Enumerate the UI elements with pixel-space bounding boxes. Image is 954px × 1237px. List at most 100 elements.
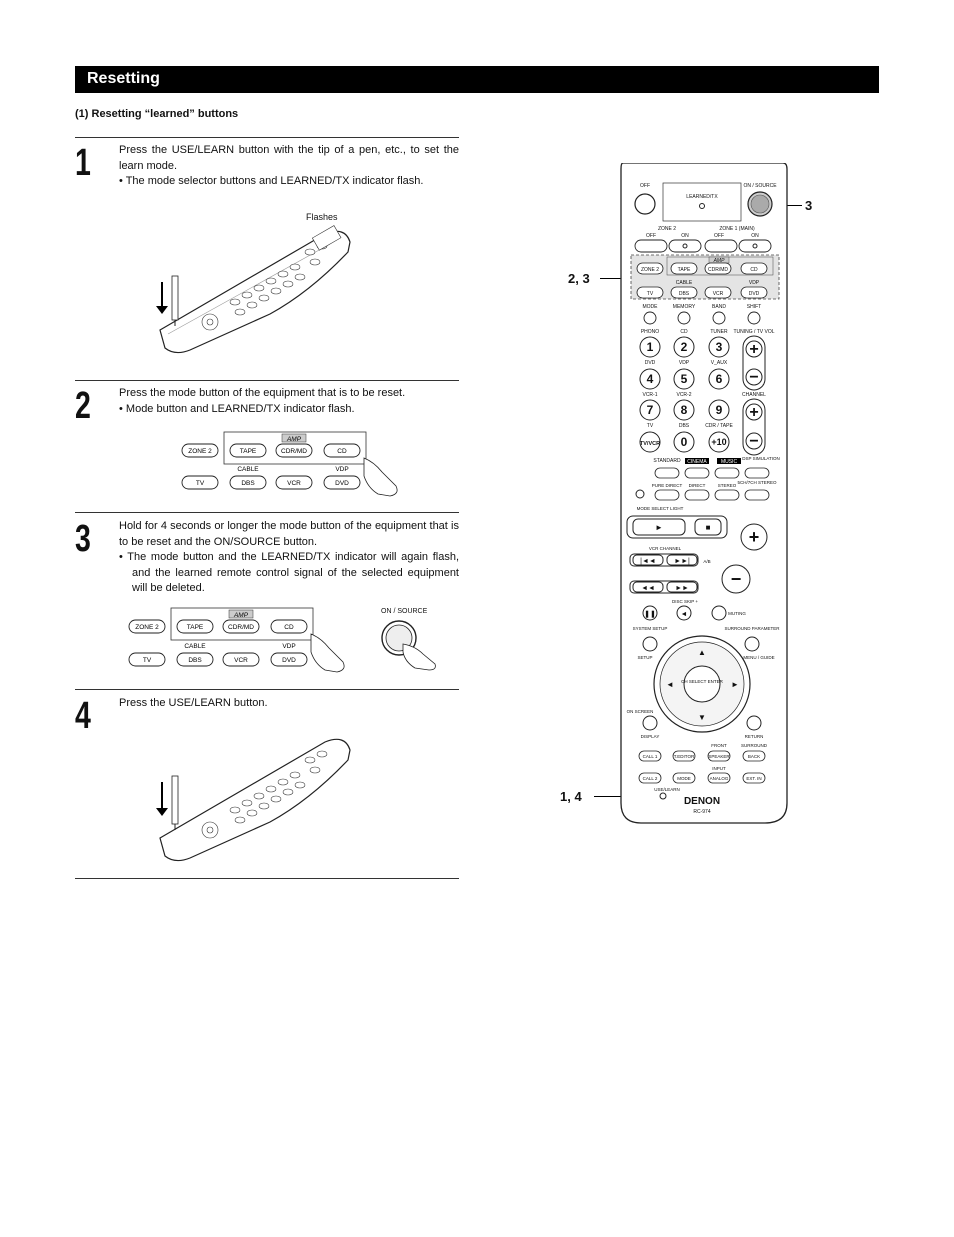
call1-button[interactable] [638, 750, 662, 762]
remote-control-diagram: OFF LEARNED/TX ON / SOURCE ZONE 2 ZONE 1… [620, 163, 788, 824]
step-number: 2 [75, 385, 91, 427]
flashes-label: Flashes [306, 212, 338, 222]
muting-label: MUTING [728, 611, 746, 616]
skip-forward-icon: ►►| [674, 558, 690, 565]
on-screen-button[interactable] [642, 715, 658, 731]
tuning-tvvol-label: TUNING / TV VOL [733, 329, 774, 335]
minus-icon: − [731, 569, 742, 589]
play-button[interactable] [632, 518, 686, 536]
callout-2-3: 2, 3 [568, 271, 590, 286]
callout-line [600, 278, 632, 279]
call1-label: CALL 1 [643, 754, 658, 759]
zone2-button-label: ZONE 2 [135, 624, 159, 631]
callout-1-4: 1, 4 [560, 789, 582, 804]
cable-label: CABLE [676, 280, 693, 286]
step-divider [75, 689, 459, 690]
analog-button[interactable] [707, 772, 731, 784]
num-4: 4 [647, 372, 654, 386]
num-9: 9 [716, 403, 723, 417]
minus-icon: − [749, 369, 758, 386]
fast-forward-button[interactable] [666, 581, 698, 593]
hand-icon [363, 457, 398, 497]
disc-skip-button[interactable] [676, 605, 692, 621]
input-mode-button[interactable] [672, 772, 696, 784]
skip-forward-button[interactable] [666, 554, 698, 566]
dbs-src-label: DBS [679, 423, 690, 429]
music-label: MUSIC [721, 459, 738, 465]
teditor-button[interactable] [672, 750, 696, 762]
tv-button-label: TV [143, 657, 152, 664]
minus-icon: − [749, 433, 758, 450]
rewind-button[interactable] [632, 581, 664, 593]
volume-down-button[interactable] [721, 564, 751, 594]
off-button[interactable] [634, 193, 656, 215]
step-divider [75, 137, 459, 138]
section-header: Resetting [75, 66, 879, 93]
volume-up-button[interactable] [740, 523, 768, 551]
amp-label: AMP [286, 436, 302, 443]
denon-logo: DENON [684, 796, 720, 807]
tvvcr-button-label: TV/VCR [640, 441, 660, 447]
front-label: FRONT [711, 743, 727, 748]
call2-button[interactable] [638, 772, 662, 784]
return-button[interactable] [746, 715, 762, 731]
back-label: BACK [748, 754, 760, 759]
stereo-label: STEREO [718, 483, 737, 488]
phono-label: PHONO [641, 329, 659, 335]
tv-src-label: TV [647, 423, 654, 429]
dsp-simulation-label: DSP SIMULATION [742, 456, 780, 461]
cinema-label: CINEMA [687, 459, 707, 465]
vcr-button-label: VCR [234, 657, 248, 664]
remote-pen-illustration [156, 738, 351, 862]
onsource-label: ON / SOURCE [381, 608, 428, 615]
play-icon: ► [655, 523, 663, 532]
channel-label: CHANNEL [742, 392, 766, 398]
speaker-button[interactable] [707, 750, 731, 762]
skip-back-button[interactable] [632, 554, 664, 566]
system-setup-button[interactable] [642, 636, 658, 652]
zone2-off-button[interactable] [634, 239, 668, 253]
direct-label: DIRECT [689, 483, 706, 488]
back-button[interactable] [742, 750, 766, 762]
plus-icon: + [749, 404, 758, 421]
ext-in-button[interactable] [742, 772, 766, 784]
mode-panel-figure-2: AMP ZONE 2 TAPE CDR/MD CD TV DBS VCR DVD… [128, 607, 345, 673]
cd-button-label: CD [337, 448, 347, 455]
section-title: Resetting [87, 70, 160, 87]
stop-button[interactable] [694, 518, 722, 536]
enter-button[interactable] [683, 665, 721, 703]
vdp-label: VDP [749, 280, 760, 286]
cable-label: CABLE [184, 643, 206, 650]
return-label: RETURN [745, 734, 764, 739]
dbs-button-label: DBS [241, 480, 255, 487]
num-7: 7 [647, 403, 654, 417]
pause-button[interactable] [642, 605, 658, 621]
hand-icon [402, 643, 436, 671]
remote-pen-illustration [156, 225, 351, 354]
step-text: Press the USE/LEARN button with the tip … [119, 143, 459, 190]
vdp-label: VDP [335, 466, 348, 473]
tape-button-label: TAPE [240, 448, 257, 455]
step-bullet: • Mode button and LEARNED/TX indicator f… [119, 402, 355, 415]
step-divider [75, 380, 459, 381]
learned-tx-label: LEARNED/TX [686, 194, 718, 200]
vcr-mode-label: VCR [713, 291, 724, 297]
subsection-title: (1) Resetting “learned” buttons [75, 108, 239, 120]
muting-button[interactable] [711, 605, 727, 621]
skip-icon: ◄ [681, 611, 688, 618]
mode-select-light-label: MODE SELECT LIGHT [637, 506, 684, 511]
use-learn-button[interactable] [659, 792, 667, 800]
zone2-on-label: ON [681, 233, 689, 239]
zone2-off-label: OFF [646, 233, 656, 239]
learned-display [662, 182, 742, 222]
dbs-mode-label: DBS [679, 291, 690, 297]
amp-label: AMP [233, 612, 249, 619]
step-divider [75, 878, 459, 879]
vdp-src-label: VDP [679, 360, 690, 366]
dvd-button-label: DVD [335, 480, 349, 487]
step-number: 3 [75, 518, 91, 560]
num-2: 2 [681, 340, 688, 354]
zone1-off-button[interactable] [704, 239, 738, 253]
callout-line [594, 796, 630, 797]
surround-parameter-button[interactable] [744, 636, 760, 652]
